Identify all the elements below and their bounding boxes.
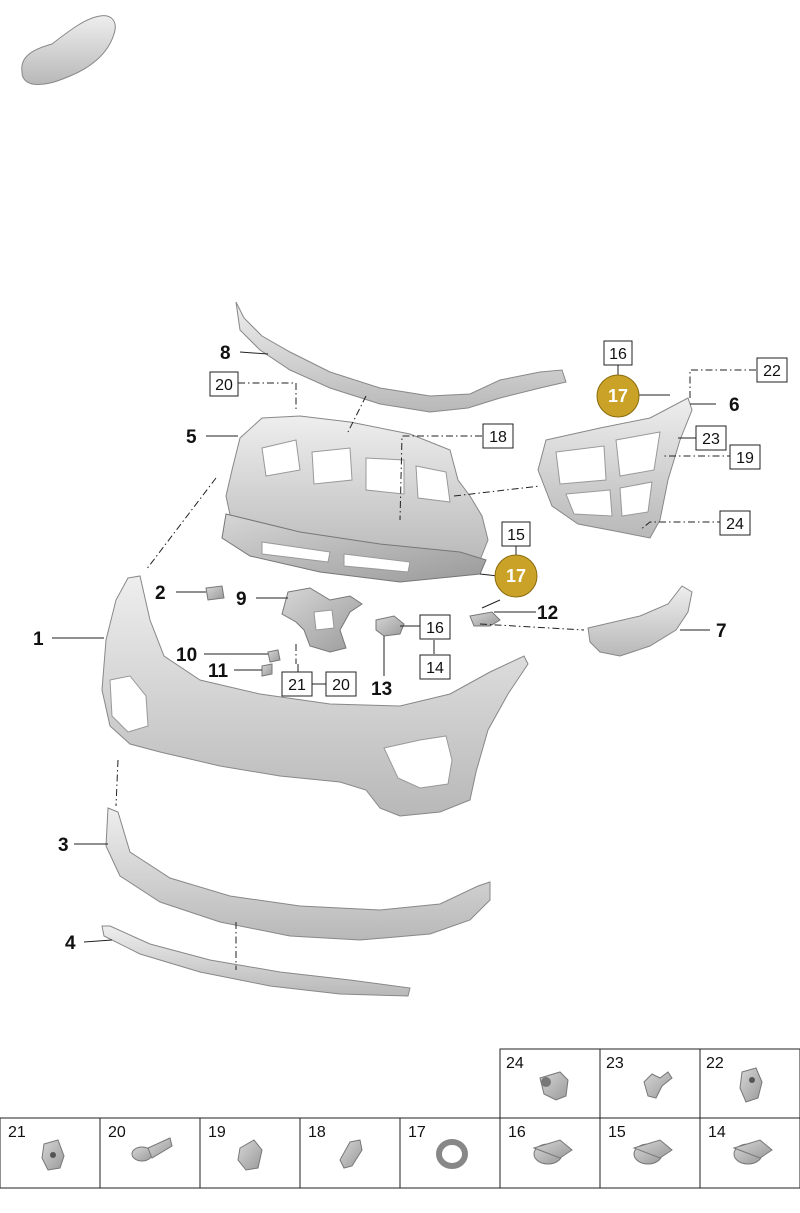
ref-box-16: 16 xyxy=(419,614,451,640)
callout-1: 1 xyxy=(33,629,44,650)
legend-num-18: 18 xyxy=(308,1124,326,1141)
legend-num-21: 21 xyxy=(8,1124,26,1141)
callout-11: 11 xyxy=(208,661,229,682)
assembly-dash-lines xyxy=(115,369,756,970)
svg-text:20: 20 xyxy=(332,677,350,694)
callout-7: 7 xyxy=(716,621,727,642)
legend-num-24: 24 xyxy=(506,1055,524,1072)
screw-icon xyxy=(131,1137,173,1162)
part-10-clip xyxy=(267,649,281,663)
part-3-lower-spoiler xyxy=(105,807,491,941)
badge-17-mid: 17 xyxy=(494,554,538,598)
part-6-intake-frame xyxy=(537,397,693,539)
ref-box-14: 14 xyxy=(419,654,451,680)
svg-text:20: 20 xyxy=(215,377,233,394)
svg-text:16: 16 xyxy=(426,620,444,637)
callout-4: 4 xyxy=(65,933,76,954)
park-sensor-icon xyxy=(532,1139,573,1165)
badge-17-top: 17 xyxy=(596,374,640,418)
legend-num-19: 19 xyxy=(208,1124,226,1141)
callout-8: 8 xyxy=(220,343,231,364)
boxed-references: 20 16 22 18 23 19 24 15 xyxy=(209,340,788,697)
legend-num-23: 23 xyxy=(606,1055,624,1072)
parts-legend-table: 24 23 22 21 20 19 18 17 16 15 14 xyxy=(0,1048,800,1189)
part-13-sensor-holder xyxy=(375,615,405,637)
part-2-bracket xyxy=(205,585,225,601)
ref-box-21: 21 xyxy=(281,671,313,697)
rivet-pin-icon xyxy=(643,1071,673,1099)
connector-pin-icon xyxy=(339,1139,363,1169)
svg-text:14: 14 xyxy=(426,660,444,677)
svg-text:16: 16 xyxy=(609,346,627,363)
ref-box-22: 22 xyxy=(756,357,788,383)
legend-num-16: 16 xyxy=(508,1124,526,1141)
push-clip-icon xyxy=(539,1071,569,1101)
ref-box-19: 19 xyxy=(729,444,761,470)
ref-box-18: 18 xyxy=(482,423,514,449)
callout-12: 12 xyxy=(537,603,558,624)
ref-box-20: 20 xyxy=(209,371,239,397)
part-12-bracket xyxy=(469,611,501,627)
park-sensor-icon xyxy=(732,1139,773,1165)
leader-lines xyxy=(52,351,716,943)
svg-text:24: 24 xyxy=(726,516,744,533)
svg-text:17: 17 xyxy=(506,566,526,586)
svg-text:22: 22 xyxy=(763,363,781,380)
part-11-clip xyxy=(261,663,273,677)
ref-box-16: 16 xyxy=(603,340,633,366)
callout-numbers: 8 5 6 2 9 12 1 7 10 11 13 3 4 xyxy=(33,343,740,954)
svg-text:19: 19 xyxy=(736,450,754,467)
callout-3: 3 xyxy=(58,835,69,856)
spring-clip-icon xyxy=(237,1139,263,1171)
svg-text:23: 23 xyxy=(702,431,720,448)
legend-num-22: 22 xyxy=(706,1055,724,1072)
spring-nut-icon xyxy=(739,1067,763,1103)
legend-num-15: 15 xyxy=(608,1124,626,1141)
car-silhouette-icon xyxy=(21,15,116,85)
ref-box-23: 23 xyxy=(695,425,727,451)
clip-nut-icon xyxy=(41,1139,65,1171)
part-1-bumper-cover xyxy=(101,575,529,817)
part-4-trim-strip xyxy=(101,925,411,997)
grommet-ring-icon xyxy=(436,1139,468,1169)
legend-num-20: 20 xyxy=(108,1124,126,1141)
part-7-side-bracket xyxy=(587,585,693,657)
part-9-mount-bracket xyxy=(281,587,363,653)
ref-box-15: 15 xyxy=(501,521,531,547)
park-sensor-icon xyxy=(632,1139,673,1165)
legend-num-17: 17 xyxy=(408,1124,426,1141)
part-8-reinforcement-strip xyxy=(235,301,567,413)
svg-text:18: 18 xyxy=(489,429,507,446)
svg-text:21: 21 xyxy=(288,677,306,694)
callout-5: 5 xyxy=(186,427,197,448)
callout-10: 10 xyxy=(176,645,197,666)
ref-box-20: 20 xyxy=(325,671,357,697)
svg-text:17: 17 xyxy=(608,386,628,406)
callout-2: 2 xyxy=(155,583,166,604)
callout-13: 13 xyxy=(371,679,392,700)
callout-6: 6 xyxy=(729,395,740,416)
legend-num-14: 14 xyxy=(708,1124,726,1141)
svg-text:15: 15 xyxy=(507,527,525,544)
callout-9: 9 xyxy=(236,589,247,610)
ref-box-24: 24 xyxy=(719,510,751,536)
part-5-carrier-frame xyxy=(221,415,489,583)
